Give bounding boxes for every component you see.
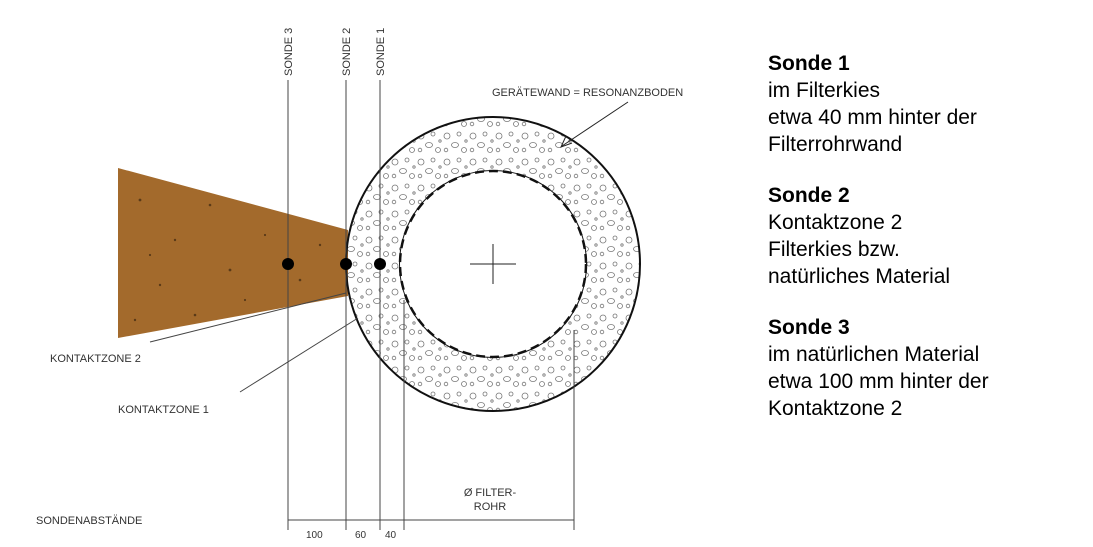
probe-1-label: SONDE 1 <box>375 28 387 76</box>
wall-leader <box>561 101 629 147</box>
legend-line: Kontaktzone 2 <box>768 211 903 234</box>
legend-title: Sonde 1 <box>768 52 850 75</box>
dim-40: 40 <box>385 530 397 541</box>
filter-label-2: ROHR <box>474 501 506 513</box>
legend-line: Filterrohrwand <box>768 133 903 156</box>
legend-title: Sonde 3 <box>768 316 850 339</box>
soil-wedge <box>118 168 348 338</box>
legend-line: im natürlichen Material <box>768 343 980 366</box>
legend-line: Kontaktzone 2 <box>768 397 903 420</box>
legend-line: natürliches Material <box>768 265 951 288</box>
legend-line: Filterkies bzw. <box>768 238 900 261</box>
legend-line: im Filterkies <box>768 79 881 102</box>
legend-title: Sonde 2 <box>768 184 850 207</box>
wall-label: GERÄTEWAND = RESONANZBODEN <box>492 87 683 99</box>
filter-label-1: Ø FILTER- <box>464 487 517 499</box>
dim-60: 60 <box>355 530 367 541</box>
legend-line: etwa 40 mm hinter der <box>768 106 977 129</box>
legend-sonde-3: Sonde 3 im natürlichen Material etwa 100… <box>768 314 1088 422</box>
probe-2-label: SONDE 2 <box>341 28 353 76</box>
wall-leader-arrow <box>560 135 573 148</box>
probe-1-dot <box>374 258 386 270</box>
soil-speckles <box>133 198 322 322</box>
legend-sonde-1: Sonde 1 im Filterkies etwa 40 mm hinter … <box>768 50 1088 158</box>
probe-3-dot <box>282 258 294 270</box>
contact-zone-1-label: KONTAKTZONE 1 <box>118 404 209 416</box>
contact-zone-2-leader <box>149 292 347 343</box>
contact-zone-1-leader <box>239 317 359 393</box>
spacing-label: SONDENABSTÄNDE <box>36 515 142 527</box>
contact-zone-2-label: KONTAKTZONE 2 <box>50 353 141 365</box>
probe-2-dot <box>340 258 352 270</box>
legend-line: etwa 100 mm hinter der <box>768 370 989 393</box>
legend: Sonde 1 im Filterkies etwa 40 mm hinter … <box>768 50 1088 446</box>
legend-sonde-2: Sonde 2 Kontaktzone 2 Filterkies bzw. na… <box>768 182 1088 290</box>
dim-100: 100 <box>306 530 323 541</box>
probe-3-label: SONDE 3 <box>283 28 295 76</box>
